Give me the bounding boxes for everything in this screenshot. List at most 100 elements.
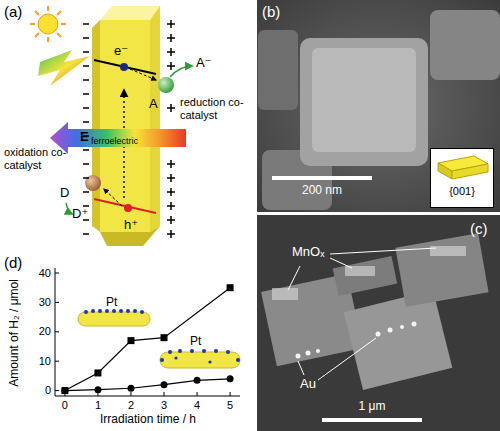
- inset-box: {001}: [430, 148, 494, 208]
- tick-label: 2: [128, 399, 134, 412]
- scale-bar: [322, 418, 422, 422]
- chart: [55, 268, 240, 396]
- charge-label: h⁺: [124, 218, 138, 233]
- positive-charge: [167, 62, 175, 70]
- negative-charge: [83, 79, 89, 81]
- crystal-top: [100, 6, 160, 20]
- positive-charge: [167, 216, 175, 224]
- negative-charge: [83, 51, 89, 53]
- positive-charge: [167, 34, 175, 42]
- plate-particle: [344, 290, 453, 390]
- panel-letter: (b): [262, 3, 280, 20]
- positive-charge: [167, 202, 175, 210]
- positive-charge: [167, 174, 175, 182]
- axis-title: Irradiation time / h: [100, 413, 196, 427]
- series-line: [65, 288, 230, 391]
- plate: [160, 352, 240, 368]
- material-label: MnOₓ: [292, 245, 324, 260]
- x-axis: [55, 396, 240, 397]
- panel-letter: (d): [4, 254, 22, 271]
- tick-mark: [230, 392, 231, 396]
- tick-mark: [55, 302, 59, 303]
- square-marker: [227, 284, 234, 291]
- electron: [120, 63, 128, 71]
- pt-dots: [160, 349, 240, 364]
- positive-charge: [167, 20, 175, 28]
- facet-label: {001}: [431, 185, 493, 198]
- tick-mark: [164, 392, 165, 396]
- reduction-cocatalyst: [158, 77, 174, 93]
- square-marker: [61, 387, 68, 394]
- particle: [258, 30, 298, 110]
- field-label: E: [80, 130, 89, 145]
- negative-charge: [83, 121, 89, 123]
- cube-face: [312, 48, 416, 152]
- sun-rays: [30, 6, 66, 42]
- crystal-side: [150, 6, 160, 232]
- species-label: D⁺: [72, 207, 88, 222]
- tick-mark: [55, 273, 59, 274]
- tick-label: 0: [62, 399, 68, 412]
- circle-marker: [161, 381, 168, 388]
- square-marker: [94, 369, 101, 376]
- negative-charge: [83, 149, 89, 151]
- ferroelectric-crystal: [92, 6, 160, 246]
- species-label: D: [60, 186, 69, 201]
- circle-marker: [227, 375, 234, 382]
- cocatalyst-label: oxidation co-catalyst: [4, 146, 68, 171]
- sem-image-b: [257, 0, 500, 212]
- hole: [124, 204, 132, 212]
- mnox-deposit: [272, 246, 466, 300]
- positive-charge: [167, 48, 175, 56]
- positive-charge: [167, 104, 175, 112]
- panel-letter: (a): [4, 3, 22, 20]
- cocatalyst-label: reduction co-catalyst: [180, 96, 244, 121]
- circle-marker: [194, 377, 201, 384]
- tick-mark: [55, 390, 59, 391]
- positive-charge: [167, 160, 175, 168]
- tick-label: 10: [39, 355, 51, 368]
- hole-transfer: [104, 189, 122, 206]
- negative-charge: [83, 233, 89, 235]
- oxidation-arrow: [66, 203, 72, 214]
- tick-label: 1: [95, 399, 101, 412]
- tick-mark: [55, 361, 59, 362]
- negative-charge: [83, 93, 89, 95]
- crystal-face: [100, 20, 150, 232]
- axis-title: Amount of H₂ / μmol: [8, 279, 22, 387]
- valence-band: [94, 199, 156, 213]
- scale-label: 1 μm: [359, 400, 386, 414]
- material-label: Au: [300, 377, 316, 392]
- negative-charge: [83, 37, 89, 39]
- series-line: [65, 379, 230, 391]
- scale-bar: [272, 176, 372, 180]
- conduction-band: [94, 60, 156, 74]
- circle-marker: [127, 385, 134, 392]
- electron-transfer: [130, 69, 156, 80]
- tick-label: 3: [161, 399, 167, 412]
- positive-charge: [167, 188, 175, 196]
- tick-label: 0: [45, 384, 51, 397]
- tick-mark: [130, 392, 131, 396]
- light-bolt: [38, 50, 90, 86]
- crystal-plate-icon: [432, 151, 492, 185]
- sem-ground: [257, 215, 500, 431]
- sem-image-c: [257, 215, 500, 431]
- negative-charge: [83, 177, 89, 179]
- tick-label: 5: [227, 399, 233, 412]
- tick-label: 4: [194, 399, 200, 412]
- tick-label: 30: [39, 296, 51, 309]
- negative-charge: [83, 23, 89, 25]
- square-marker: [127, 337, 134, 344]
- panel-letter: (c): [470, 220, 488, 237]
- pt-inset-top: [78, 309, 150, 326]
- inset-label: Pt: [190, 335, 201, 349]
- surface-charges: [83, 20, 175, 238]
- pt-inset-bottom: [160, 349, 240, 368]
- charge-label: e⁻: [114, 44, 128, 59]
- plate-particle: [333, 256, 398, 296]
- species-label: A⁻: [196, 56, 212, 71]
- tick-label: 40: [39, 267, 51, 280]
- negative-charge: [83, 163, 89, 165]
- pt-dots: [84, 309, 144, 314]
